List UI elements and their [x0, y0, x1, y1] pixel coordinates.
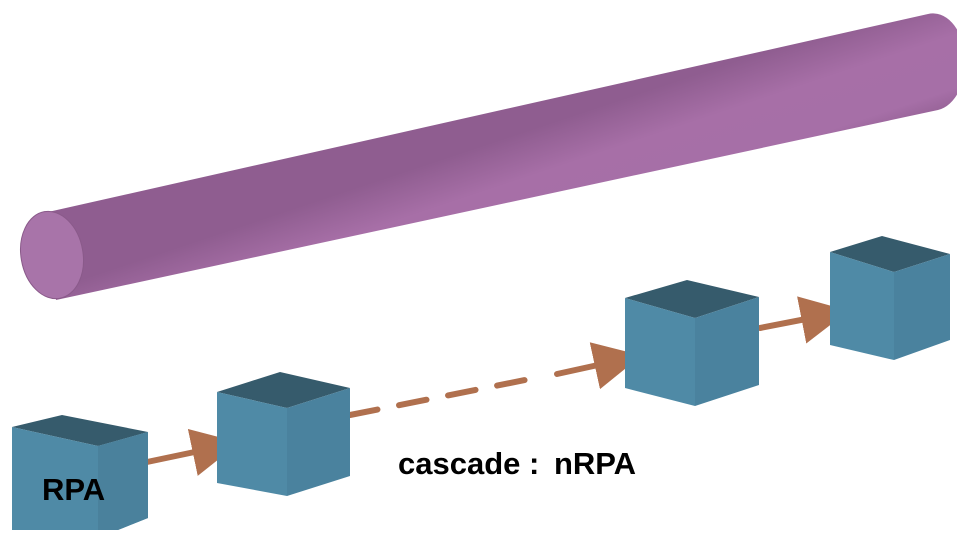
- rpa-label: RPA: [42, 472, 106, 507]
- box-top-face: [217, 372, 350, 408]
- box-front-face: [217, 392, 287, 496]
- cascade-prefix: cascade :: [398, 446, 540, 481]
- arrow-box1-to-box2: [144, 428, 240, 476]
- cylinder-end-cap: [20, 210, 84, 300]
- box-top-face: [830, 236, 950, 272]
- arrow-into-box3: [554, 342, 642, 390]
- box-top-face: [625, 280, 759, 318]
- rpa-box-2: [217, 372, 350, 496]
- cylinder-tube: [20, 13, 957, 300]
- connections: [144, 296, 849, 476]
- rpa-box-1: [12, 415, 148, 530]
- box-side-face: [695, 297, 759, 406]
- box-side-shade: [98, 432, 148, 530]
- box-front-face: [625, 298, 695, 406]
- cascade-unit: RPA: [572, 446, 637, 481]
- cascade-count-symbol: n: [553, 446, 573, 481]
- box-top-face: [12, 415, 148, 446]
- rpa-box-4: [830, 236, 950, 360]
- dashed-continuation: [347, 373, 548, 418]
- arrow-box3-to-box4: [757, 296, 849, 344]
- box-side-face: [894, 254, 950, 360]
- box-side-face: [287, 388, 350, 496]
- box-front-face: [830, 252, 894, 360]
- rpa-box-3: [625, 280, 759, 406]
- cascade-label: cascade : nRPA: [398, 446, 636, 482]
